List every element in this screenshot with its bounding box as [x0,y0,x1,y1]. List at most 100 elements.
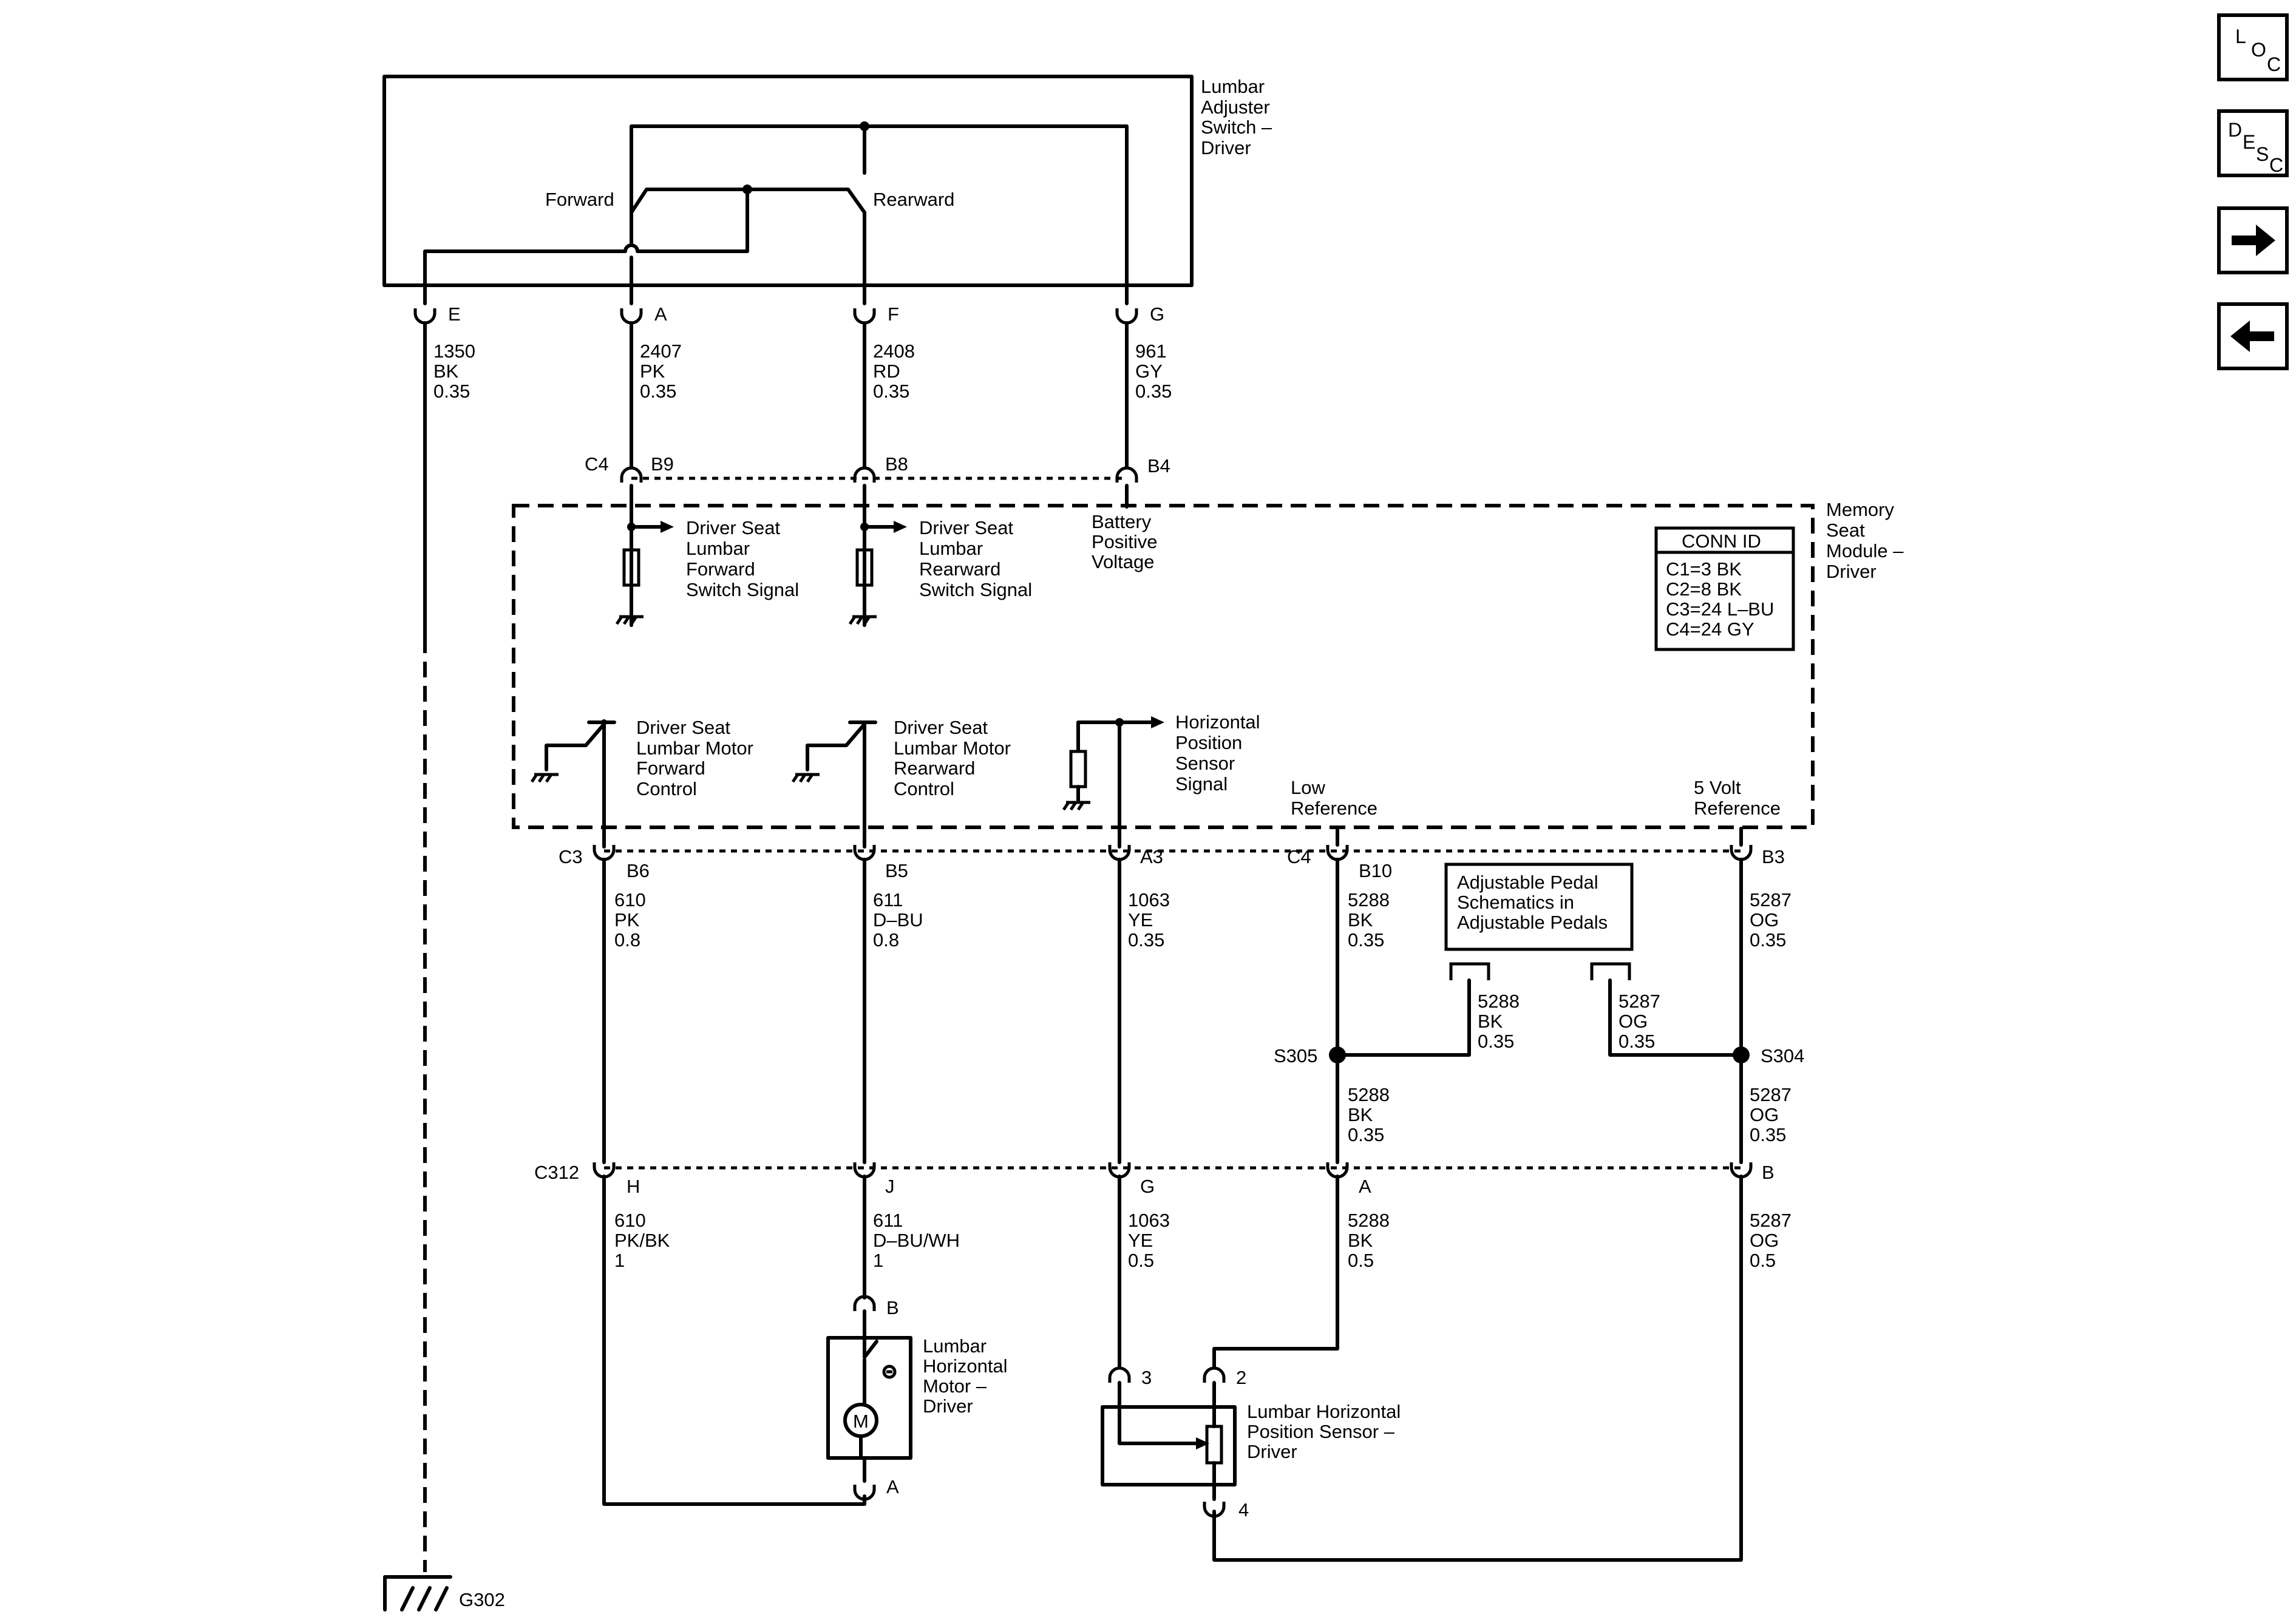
adjustable-pedal-reference: Adjustable Pedal Schematics in Adjustabl… [1274,863,1804,1145]
loc-letter: O [2251,39,2266,61]
conn-id-box [1654,526,1795,651]
wire-size: 0.8 [873,929,899,951]
rearward-label: Rearward [873,189,954,210]
wire-color: D–BU [873,909,923,931]
pin-label: F [888,303,899,325]
connector-name: C4 [585,453,609,475]
wire-labels-top: 1350 BK 0.35 2407 PK 0.35 2408 RD 0.35 9… [433,341,1172,402]
wire-circuit: 611 [873,889,903,910]
wire-color: BK [433,361,459,382]
wire-labels-low: 610 PK/BK 1 611 D–BU/WH 1 1063 YE 0.5 52… [614,1210,1792,1271]
control-label: Forward [636,758,705,779]
wire-size: 0.35 [433,381,470,402]
signal-label: Horizontal [1175,711,1260,733]
wire-color: BK [1348,909,1373,931]
reference-label: Reference [1291,798,1377,819]
pedal-box-text: Adjustable Pedal [1457,872,1598,893]
right-arrow-icon [2232,225,2275,256]
wire-circuit: 5288 [1348,889,1390,910]
splice-label: S304 [1761,1045,1804,1066]
sensor-name: Position Sensor – [1247,1421,1395,1442]
signal-label: Driver Seat [919,517,1013,538]
control-label: Lumbar Motor [636,737,753,759]
connector-name: C4 [1287,846,1311,867]
pin-label: 2 [1236,1367,1246,1388]
memory-seat-module: Memory Seat Module – Driver Driver Seat … [512,484,1904,849]
wire-size: 0.8 [614,929,640,951]
pin-label: E [448,303,461,325]
signal-label: Forward [686,558,755,580]
wire-color: BK [1478,1011,1503,1032]
lumbar-horizontal-position-sensor: 3 2 4 Lumbar Horizontal Position Sensor … [1101,1367,1401,1520]
wire-circuit: 1063 [1128,889,1170,910]
control-label: Rearward [894,758,975,779]
wire-size: 0.35 [1128,929,1164,951]
wire-circuit: 1350 [433,341,475,362]
wire-color: BK [1348,1230,1373,1251]
pin-label: B6 [627,860,650,881]
wire-circuit: 2407 [640,341,682,362]
next-button[interactable] [2217,206,2289,274]
loc-button[interactable]: L O C [2217,13,2289,81]
module-name: Memory [1826,499,1894,520]
switch-name: Switch – [1201,117,1272,138]
signal-label: Sensor [1175,753,1235,774]
signal-label: Switch Signal [919,579,1032,600]
signal-label: Rearward [919,558,1000,580]
wire-circuit: 5287 [1750,1084,1792,1105]
pin-label: J [885,1176,895,1197]
loc-letter: C [2267,53,2281,75]
switch-name: Lumbar [1201,76,1265,97]
pin-label: B4 [1147,455,1170,476]
pin-label: B3 [1762,846,1785,867]
wire-size: 0.35 [1750,929,1786,951]
control-label: Driver Seat [894,717,988,738]
wire-color: PK [614,909,640,931]
signal-label: Signal [1175,773,1228,795]
sensor-name: Lumbar Horizontal [1247,1401,1401,1422]
reference-label: Reference [1694,798,1781,819]
wire-circuit: 5287 [1618,991,1660,1012]
wire-size: 0.5 [1348,1250,1374,1271]
wire-color: PK [640,361,665,382]
desc-button[interactable]: D E S C [2217,109,2289,177]
wire-size: 0.35 [873,381,909,402]
motor-name: Horizontal [923,1355,1008,1377]
wire-color: BK [1348,1104,1373,1125]
ground-g302: G302 [383,1575,505,1612]
pin-label: B [1762,1162,1775,1183]
connector-name: C3 [559,846,583,867]
pin-label: B9 [651,453,674,475]
signal-label: Switch Signal [686,579,799,600]
wire-size: 1 [873,1250,883,1271]
pin-label: A [654,303,667,325]
wire-circuit: 961 [1135,341,1167,362]
control-label: Control [894,778,954,799]
wire-color: RD [873,361,900,382]
conn-id-entry: C3=24 L–BU [1666,598,1774,620]
switch-name: Driver [1201,137,1251,158]
wire-color: OG [1618,1011,1648,1032]
signal-label: Lumbar [686,538,750,559]
wire-color: OG [1750,1104,1779,1125]
conn-id-entry: C1=3 BK [1666,558,1742,580]
wire-circuit: 5288 [1348,1210,1390,1231]
sensor-name: Driver [1247,1441,1297,1462]
wire-size: 0.35 [640,381,676,402]
wire-circuit: 2408 [873,341,915,362]
connector-c312: C312 H J G A B [534,1162,1775,1197]
module-name: Driver [1826,561,1877,582]
prev-button[interactable] [2217,302,2289,370]
wire-circuit: 5287 [1750,1210,1792,1231]
pin-label: B10 [1359,860,1392,881]
pedal-box-text: Adjustable Pedals [1457,912,1608,933]
motor-symbol: M [853,1411,869,1432]
wire-size: 0.35 [1478,1031,1514,1052]
lumbar-horizontal-motor: B M A Lumbar Horizontal Motor – Driver [826,1297,1008,1499]
wire-color: YE [1128,909,1153,931]
pin-label: G [1150,303,1164,325]
conn-id-entry: C4=24 GY [1666,619,1754,640]
control-label: Lumbar Motor [894,737,1011,759]
wire-size: 0.5 [1128,1250,1154,1271]
pin-label: B8 [885,453,908,475]
